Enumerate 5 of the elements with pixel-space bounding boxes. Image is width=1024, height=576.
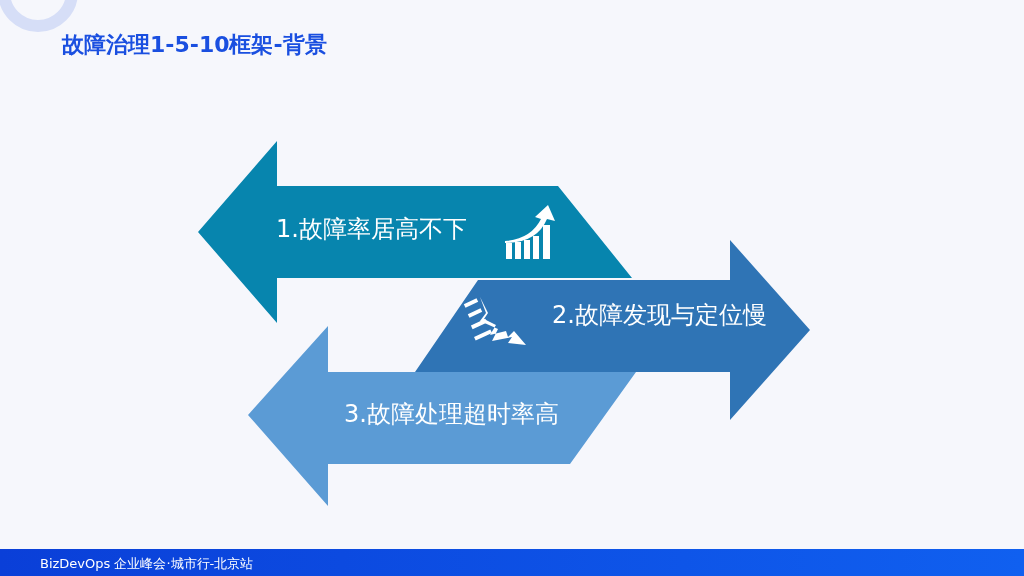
- arrow-label: 2.故障发现与定位慢: [552, 300, 767, 330]
- footer-text: BizDevOps 企业峰会·城市行-北京站: [40, 555, 254, 573]
- arrow-label: 1.故障率居高不下: [276, 214, 467, 244]
- arrow-label: 3.故障处理超时率高: [344, 399, 559, 429]
- page-title: 故障治理1-5-10框架-背景: [62, 31, 327, 59]
